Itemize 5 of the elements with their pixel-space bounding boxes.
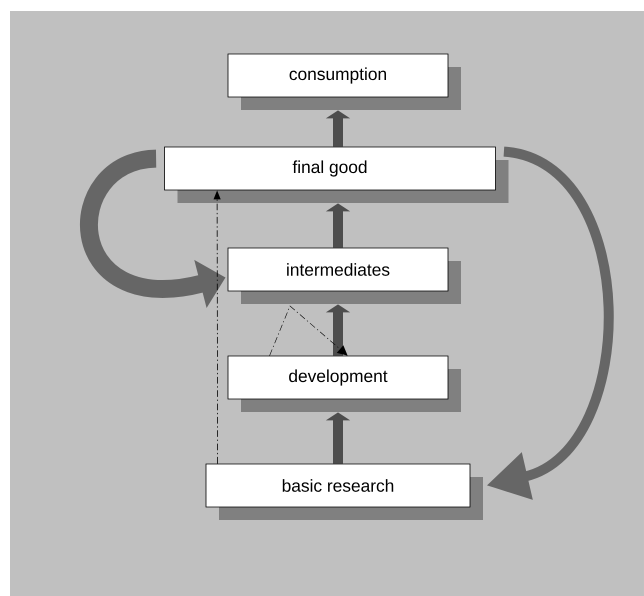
text-box: development bbox=[228, 356, 461, 412]
text-box: consumption bbox=[228, 54, 461, 110]
text-box: final good bbox=[164, 146, 508, 203]
text-box: intermediates bbox=[228, 248, 461, 304]
text-box: basic research bbox=[206, 464, 483, 520]
